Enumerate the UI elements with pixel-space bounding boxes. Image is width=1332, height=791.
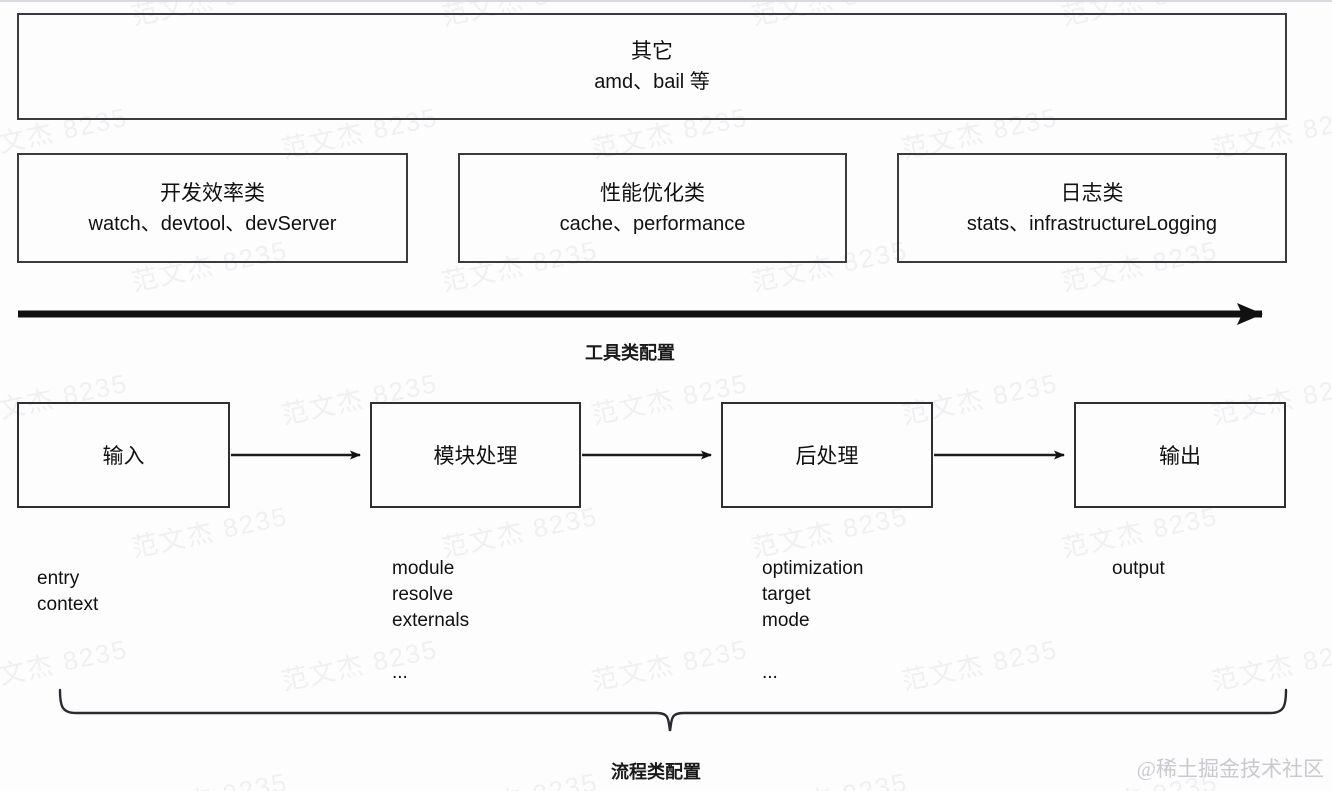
background-watermark: 范文杰 8235 — [438, 762, 601, 791]
tool-category-box-performance: 性能优化类 cache、performance — [458, 153, 847, 263]
flow-options-output: output — [1112, 558, 1165, 579]
site-watermark: @稀土掘金技术社区 — [1136, 757, 1324, 781]
background-watermark: 范文杰 8235 — [0, 633, 131, 697]
background-watermark: 范文杰 8235 — [898, 633, 1061, 697]
flow-box-label: 输入 — [102, 445, 145, 468]
tool-category-title: 性能优化类 — [600, 181, 705, 205]
tool-category-box-logging: 日志类 stats、infrastructureLogging — [897, 153, 1287, 263]
tool-category-box-dev-efficiency: 开发效率类 watch、devtool、devServer — [17, 153, 408, 263]
other-category-items: amd、bail 等 — [594, 71, 710, 93]
tool-category-items: cache、performance — [559, 212, 746, 235]
flow-box-label: 模块处理 — [433, 445, 518, 468]
flow-box-label: 后处理 — [795, 445, 859, 468]
flow-options-input: entry context — [37, 568, 99, 615]
flow-box-module-processing: 模块处理 — [370, 402, 581, 508]
tool-category-items: watch、devtool、devServer — [88, 212, 337, 235]
other-category-box: 其它 amd、bail 等 — [17, 13, 1287, 120]
other-category-title: 其它 — [631, 40, 673, 63]
flow-config-brace — [58, 688, 1288, 732]
background-watermark: 范文杰 8235 — [1208, 633, 1332, 697]
flow-options-module-processing: module resolve externals ... — [392, 558, 470, 683]
tool-arrow-label: 工具类配置 — [585, 343, 675, 363]
flow-options-post-processing: optimization target mode ... — [762, 558, 864, 683]
tool-category-items: stats、infrastructureLogging — [966, 212, 1218, 235]
flow-box-label: 输出 — [1159, 445, 1201, 468]
background-watermark: 范文杰 8235 — [128, 762, 291, 791]
background-watermark: 范文杰 8235 — [748, 762, 911, 791]
flow-box-input: 输入 — [17, 402, 230, 508]
flow-box-post-processing: 后处理 — [721, 402, 933, 508]
tool-category-title: 日志类 — [1060, 181, 1124, 205]
brace-label: 流程类配置 — [611, 762, 701, 782]
tool-category-title: 开发效率类 — [160, 181, 265, 205]
top-divider-rule — [0, 0, 1332, 2]
background-watermark: 范文杰 8235 — [588, 633, 751, 697]
flow-box-output: 输出 — [1074, 402, 1286, 508]
